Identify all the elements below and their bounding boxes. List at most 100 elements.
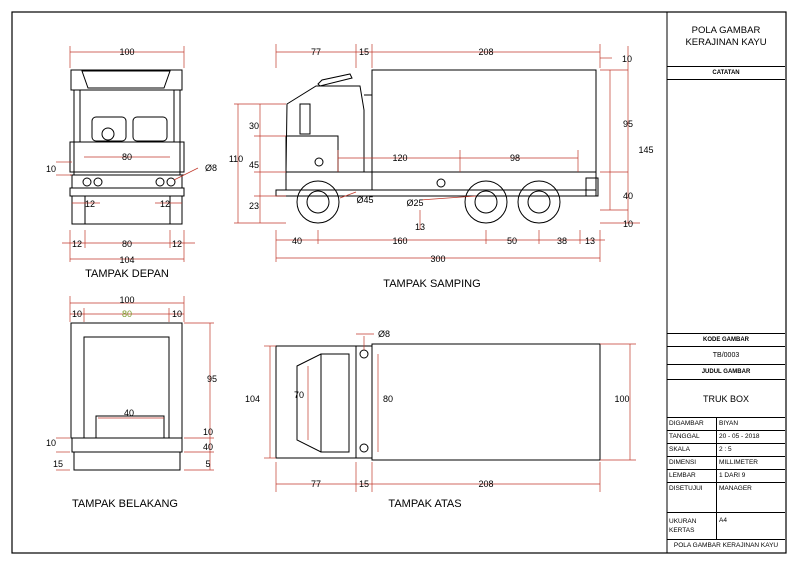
top-dim-h100: 100 — [614, 394, 629, 404]
info-row-value: BIYAN — [719, 420, 739, 427]
side-dim-h145: 145 — [638, 145, 653, 155]
paper-label: UKURAN KERTAS — [669, 518, 697, 534]
front-dim-width: 100 — [119, 47, 134, 57]
top-view-label: TAMPAK ATAS — [388, 498, 461, 510]
code-value: TB/0003 — [712, 352, 740, 359]
notes-label: CATATAN — [712, 70, 740, 76]
info-row-label: LEMBAR — [669, 472, 696, 479]
code-cell: TB/0003 — [667, 347, 785, 365]
top-dim-h104: 104 — [245, 394, 260, 404]
top-view-dimensions — [264, 333, 636, 492]
notes-header-cell: CATATAN — [667, 67, 785, 80]
top-dim-hole: Ø8 — [378, 329, 390, 339]
rear-dim-w40: 40 — [124, 408, 134, 418]
info-row: TANGGAL 20 - 05 - 2018 — [667, 431, 785, 444]
front-view-label: TAMPAK DEPAN — [85, 268, 169, 280]
front-dim-base-right: 12 — [172, 239, 182, 249]
label-column-divider — [716, 418, 717, 540]
info-row-label: SKALA — [669, 446, 690, 453]
side-dim-cab: 77 — [311, 47, 321, 57]
drawing-title-cell: TRUK BOX — [667, 380, 785, 418]
top-dim-h70: 70 — [294, 390, 304, 400]
side-dim-b40: 40 — [292, 236, 302, 246]
rear-dim-left10: 10 — [72, 309, 82, 319]
info-row-label: DIMENSI — [669, 459, 697, 466]
side-dim-h30: 30 — [249, 121, 259, 131]
front-dim-inner: 80 — [122, 152, 132, 162]
side-dim-b50: 50 — [507, 236, 517, 246]
code-label-cell: KODE GAMBAR — [667, 333, 785, 347]
side-dim-h45: 45 — [249, 160, 259, 170]
info-row: DISETUJUI MANAGER — [667, 483, 785, 513]
side-view-dimensions — [234, 44, 640, 262]
top-dim-b77: 77 — [311, 479, 321, 489]
side-dim-b13: 13 — [585, 236, 595, 246]
code-label: KODE GAMBAR — [703, 337, 749, 343]
rear-dim-mid80: 80 — [122, 309, 132, 319]
top-view — [275, 343, 601, 461]
side-dim-total: 300 — [430, 254, 445, 264]
side-dim-h10b: 10 — [623, 219, 633, 229]
info-row: DIGAMBAR BIYAN — [667, 418, 785, 431]
top-dim-h80: 80 — [383, 394, 393, 404]
side-view-label: TAMPAK SAMPING — [383, 278, 480, 290]
info-row: LEMBAR 1 DARI 9 — [667, 470, 785, 483]
title-block: POLA GAMBAR KERAJINAN KAYU CATATAN KODE … — [667, 13, 785, 552]
side-dim-h110: 110 — [229, 154, 243, 164]
side-dim-h40: 40 — [623, 191, 633, 201]
info-row-label: DIGAMBAR — [669, 420, 704, 427]
sheet-border — [11, 11, 787, 554]
drawing-title-label: JUDUL GAMBAR — [701, 369, 751, 375]
paper-cell: UKURAN KERTAS A4 — [667, 513, 785, 540]
front-view — [69, 69, 185, 225]
info-row-value: 20 - 05 - 2018 — [719, 433, 760, 440]
rear-dim-h40: 40 — [203, 442, 213, 452]
footer-cell: POLA GAMBAR KERAJINAN KAYU — [667, 540, 785, 552]
side-dim-h95: 95 — [623, 119, 633, 129]
rear-dim-h10a: 10 — [46, 438, 56, 448]
side-dim-b160: 160 — [392, 236, 407, 246]
front-dim-base-left: 12 — [72, 239, 82, 249]
front-dim-lamp-left: 12 — [85, 199, 95, 209]
side-dim-top10: 10 — [622, 54, 632, 64]
rear-view-label: TAMPAK BELAKANG — [72, 498, 178, 510]
front-dim-base-mid: 80 — [122, 239, 132, 249]
rear-dim-h15: 15 — [53, 459, 63, 469]
side-dim-axle: Ø25 — [406, 198, 423, 208]
info-row-label: DISETUJUI — [669, 485, 703, 492]
footer-text: POLA GAMBAR KERAJINAN KAYU — [673, 542, 779, 549]
drawing-title-label-cell: JUDUL GAMBAR — [667, 365, 785, 380]
side-dim-gap: 15 — [359, 47, 369, 57]
rear-dim-width: 100 — [119, 295, 134, 305]
rear-dim-right10: 10 — [172, 309, 182, 319]
drawing-title: TRUK BOX — [702, 394, 749, 404]
rear-dim-h95: 95 — [207, 374, 217, 384]
info-row: DIMENSI MILLIMETER — [667, 457, 785, 470]
sheet-title: POLA GAMBAR KERAJINAN KAYU — [685, 25, 767, 48]
side-dim-h13: 13 — [415, 222, 425, 232]
rear-view-dimensions — [56, 296, 214, 471]
side-view — [275, 69, 599, 224]
front-dim-hole: Ø8 — [205, 163, 217, 173]
paper-value: A4 — [719, 517, 727, 524]
front-dim-lamp-right: 12 — [160, 199, 170, 209]
info-row-value: 1 DARI 9 — [719, 472, 746, 479]
info-row-value: MANAGER — [719, 485, 752, 492]
top-dim-b15: 15 — [359, 479, 369, 489]
info-row-value: 2 : 5 — [719, 446, 732, 453]
info-row: SKALA 2 : 5 — [667, 444, 785, 457]
front-dim-h10: 10 — [46, 164, 56, 174]
info-row-label: TANGGAL — [669, 433, 700, 440]
rear-view — [70, 322, 183, 471]
top-dim-b208: 208 — [478, 479, 493, 489]
side-dim-box: 208 — [478, 47, 493, 57]
info-row-value: MILLIMETER — [719, 459, 759, 466]
front-dim-total: 104 — [119, 255, 134, 265]
side-dim-b38: 38 — [557, 236, 567, 246]
rear-dim-h5: 5 — [205, 459, 210, 469]
rear-dim-h10b: 10 — [203, 427, 213, 437]
side-dim-h23: 23 — [249, 201, 259, 211]
side-dim-w98: 98 — [510, 153, 520, 163]
title-cell: POLA GAMBAR KERAJINAN KAYU — [667, 13, 785, 67]
